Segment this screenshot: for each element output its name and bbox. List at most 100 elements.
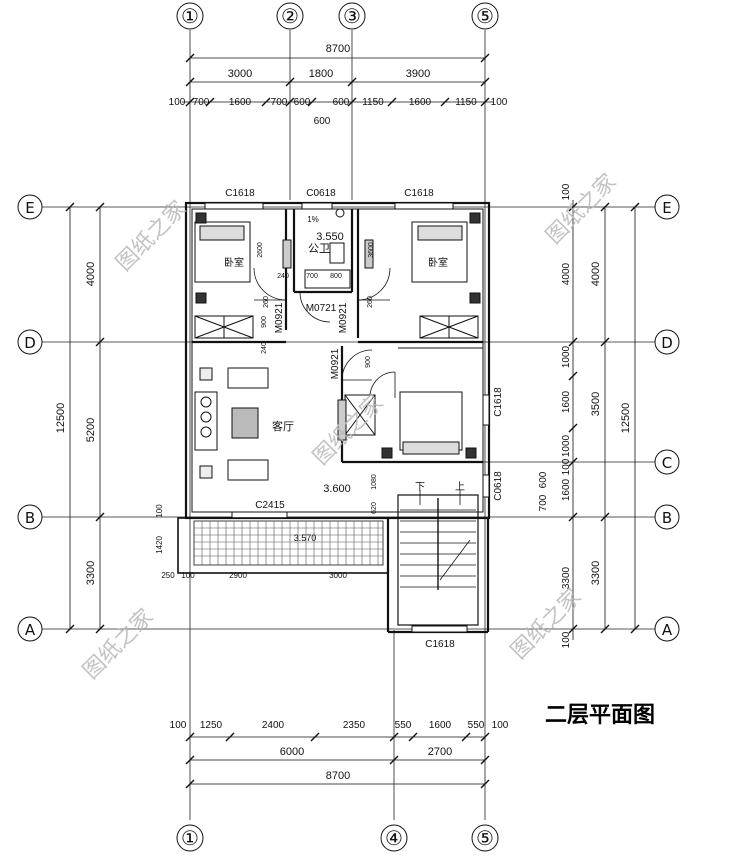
dim-bottom-detail: 1250 <box>200 720 223 731</box>
dim-small: 2600 <box>257 242 264 258</box>
axis-bubble-top-2: ② <box>276 2 304 30</box>
right-dimensions: 12500 4000 3500 3300 100 4000 1000 1600 … <box>538 183 632 648</box>
axis-label: ② <box>281 4 299 28</box>
room-living: 客厅 <box>272 419 294 433</box>
window-tag: C1618 <box>225 188 255 199</box>
axis-label: ④ <box>385 826 403 850</box>
dim-small: 700 <box>306 273 318 280</box>
axis-bubble-bottom-1: ① <box>176 824 204 852</box>
elevation-tag: 3.550 <box>316 231 344 243</box>
dim-right-inner: 1000 <box>561 434 572 457</box>
dim-left-outer: 12500 <box>55 403 67 434</box>
axis-bubble-left-B: B <box>17 504 43 530</box>
door-tag: M0921 <box>330 348 341 379</box>
slope-tag: 1% <box>307 215 319 224</box>
dim-top-detail: 1150 <box>362 97 384 108</box>
axis-bubble-left-D: D <box>17 329 43 355</box>
window-tag: C1618 <box>404 188 434 199</box>
dim-top-detail: 1600 <box>229 97 252 108</box>
axis-label: ③ <box>343 4 361 28</box>
top-dimensions: 8700 3000 1800 3900 100 700 1600 700 600… <box>169 43 508 127</box>
axis-bubble-right-C: C <box>654 449 680 475</box>
watermarks: 图纸之家 图纸之家 图纸之家 图纸之家 图纸之家 <box>79 169 622 684</box>
watermark-text: 图纸之家 <box>507 584 587 664</box>
axis-bubble-top-3: ③ <box>338 2 366 30</box>
dim-small: 3600 <box>368 242 375 258</box>
dim-bottom-detail: 100 <box>492 720 509 731</box>
dim-right-inner: 600 <box>538 471 549 488</box>
dim-right-mid: 3500 <box>590 392 602 416</box>
dim-right-inner: 1600 <box>561 478 572 501</box>
window-tag: C0618 <box>306 188 336 199</box>
axis-label: ⑤ <box>476 4 494 28</box>
dim-small: 900 <box>365 356 372 368</box>
left-dimensions: 12500 4000 5200 3300 <box>55 262 97 585</box>
axis-bubble-left-A: A <box>17 616 43 642</box>
watermark-text: 图纸之家 <box>542 169 622 249</box>
dim-balcony: 3000 <box>329 571 347 580</box>
axis-label: E <box>25 199 34 217</box>
dim-top-mid: 3000 <box>228 68 252 80</box>
watermark-text: 图纸之家 <box>79 604 159 684</box>
dim-left-mid: 4000 <box>85 262 97 286</box>
dim-bottom-mid: 2700 <box>428 746 452 758</box>
window-tag: C1618 <box>493 387 504 417</box>
stair-down-label: 下 <box>415 482 425 493</box>
room-bedroom-right: 卧室 <box>428 256 448 269</box>
axis-label: A <box>662 621 673 639</box>
dim-bottom-mid: 6000 <box>280 746 304 758</box>
dim-left-mid: 3300 <box>85 561 97 585</box>
dim-bottom-detail: 2350 <box>343 720 366 731</box>
dim-balcony: 100 <box>155 504 164 518</box>
dim-top-detail: 1600 <box>409 97 432 108</box>
dim-small: 260 <box>263 296 270 308</box>
axis-bubble-right-E: E <box>654 194 680 220</box>
dim-bottom-detail: 100 <box>170 720 187 731</box>
dim-top-detail: 600 <box>294 97 311 108</box>
dim-right-outer: 12500 <box>620 403 632 434</box>
dim-right-mid: 3300 <box>590 561 602 585</box>
room-bedroom-left: 卧室 <box>224 256 244 269</box>
axis-bubble-right-B: B <box>654 504 680 530</box>
axis-label: B <box>25 509 35 527</box>
dim-top-mid: 1800 <box>309 68 333 80</box>
axis-label: E <box>662 199 671 217</box>
axis-label: D <box>661 334 673 352</box>
dim-bottom-detail: 1600 <box>429 720 452 731</box>
dim-right-mid: 4000 <box>590 262 602 286</box>
dim-bottom-detail: 550 <box>395 720 412 731</box>
axis-bubble-bottom-5: ⑤ <box>471 824 499 852</box>
drawing-title: 二层平面图 <box>545 703 655 728</box>
bottom-dimensions: 100 1250 2400 2350 550 1600 550 100 6000… <box>170 720 509 782</box>
dim-small: 260 <box>367 296 374 308</box>
dim-balcony: 100 <box>181 571 195 580</box>
room-bathroom: 公卫 <box>308 243 330 255</box>
dim-top-sub: 600 <box>314 116 331 127</box>
dim-small: 900 <box>261 316 268 328</box>
axis-label: ⑤ <box>476 826 494 850</box>
dim-top-detail: 1150 <box>455 97 477 108</box>
dim-bottom-detail: 2400 <box>262 720 285 731</box>
dimension-lines <box>69 57 636 785</box>
room-labels: 卧室 卧室 公卫 客厅 <box>224 243 448 433</box>
balcony-dimensions: 100 1420 250 100 2900 3000 <box>155 504 347 580</box>
dimension-ticks <box>65 53 640 789</box>
window-tag: C0618 <box>493 471 504 501</box>
dim-right-inner: 3300 <box>561 566 572 589</box>
small-dimensions: 2600 3600 240 700 800 260 900 260 1080 6… <box>257 242 378 514</box>
dim-balcony: 1420 <box>155 536 164 554</box>
door-tag: M0721 <box>306 303 337 314</box>
axis-bubble-right-A: A <box>654 616 680 642</box>
dim-small: 1080 <box>371 474 378 490</box>
axis-bubble-top-5: ⑤ <box>471 2 499 30</box>
dim-top-detail: 100 <box>169 97 186 108</box>
door-tag: M0921 <box>338 302 349 333</box>
axis-label: ① <box>181 4 199 28</box>
elevation-tag: 3.600 <box>323 483 351 495</box>
dim-small: 620 <box>371 502 378 514</box>
dim-top-detail: 100 <box>491 97 508 108</box>
dim-bottom-detail: 550 <box>468 720 485 731</box>
axis-label: ① <box>181 826 199 850</box>
dim-bottom-total: 8700 <box>326 770 350 782</box>
